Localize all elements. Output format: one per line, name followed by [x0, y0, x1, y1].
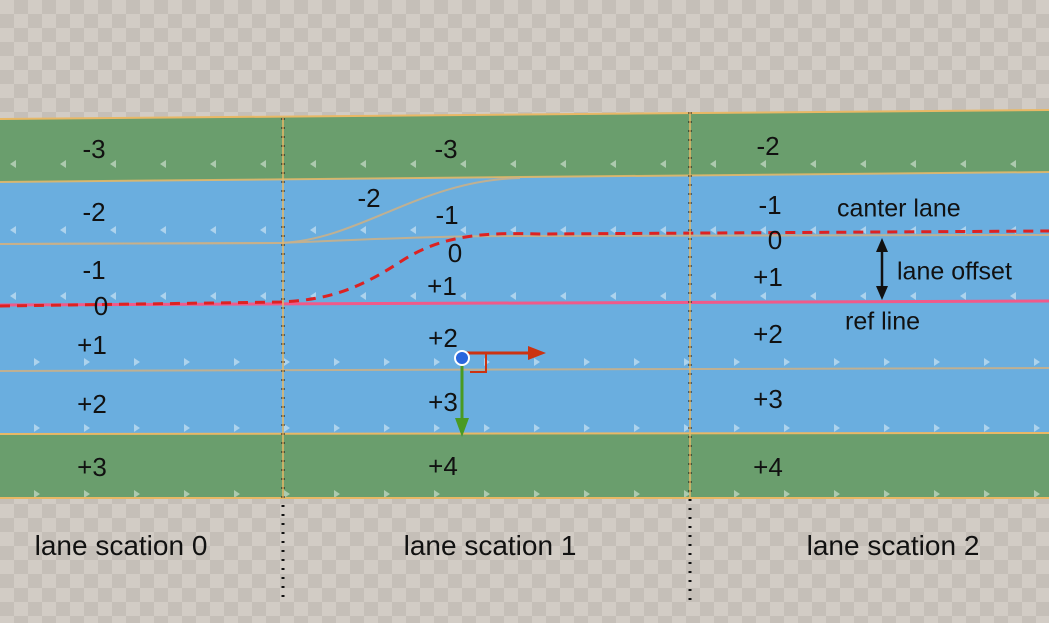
lane-id-label: -1 [758, 190, 782, 220]
lane-direction-arrows-left [0, 110, 1049, 304]
ref-line-label: ref line [845, 307, 921, 336]
lane-id-label: +1 [427, 271, 457, 301]
lane-id-label: -1 [435, 200, 459, 230]
lane-offset-arrow [876, 238, 888, 300]
lane-id-label: 0 [93, 291, 109, 321]
transform-gizmo[interactable] [454, 346, 546, 437]
lane-id-label: -3 [434, 134, 458, 164]
lane-lines-inner [0, 177, 1049, 372]
lane-border [0, 109, 1049, 120]
lane-id-label: +2 [428, 323, 458, 353]
lane-border [0, 367, 1049, 372]
lane-id-label: +4 [753, 452, 783, 482]
section-label-1: lane scation 1 [403, 530, 577, 561]
lane-border [0, 171, 1049, 183]
lane-id-label: +1 [77, 330, 107, 360]
lane-border [0, 234, 1049, 245]
lane-id-label: 0 [447, 238, 463, 268]
lane-id-label: +1 [753, 262, 783, 292]
lane-border [0, 177, 521, 245]
center-lane-line [0, 229, 1049, 308]
section-label-0: lane scation 0 [34, 530, 208, 561]
lane-id-label: 0 [767, 225, 783, 255]
lane-borders [0, 109, 1049, 499]
lane-id-label: +2 [77, 389, 107, 419]
lane-id-label: +2 [753, 319, 783, 349]
gizmo-origin [454, 350, 470, 366]
lane-border [0, 432, 1049, 435]
lane-id-label: +3 [77, 452, 107, 482]
lane-direction-arrows-right [0, 304, 1049, 498]
lane-id-label: -2 [82, 197, 106, 227]
lane-id-label: +3 [753, 384, 783, 414]
center-lane-label: canter lane [837, 194, 961, 223]
lane-id-label: -1 [82, 255, 106, 285]
lane-offset-label: lane offset [897, 257, 1012, 286]
gizmo-y-arrowhead [455, 418, 469, 437]
lane-id-label: +4 [428, 451, 458, 481]
gizmo-x-arrowhead [528, 346, 546, 360]
lane-id-label: +3 [428, 387, 458, 417]
lane-id-label: -2 [357, 183, 381, 213]
section-label-2: lane scation 2 [806, 530, 980, 561]
lane-id-label: -2 [756, 131, 780, 161]
lane-id-label: -3 [82, 134, 106, 164]
gizmo-plane-handle [470, 352, 487, 373]
